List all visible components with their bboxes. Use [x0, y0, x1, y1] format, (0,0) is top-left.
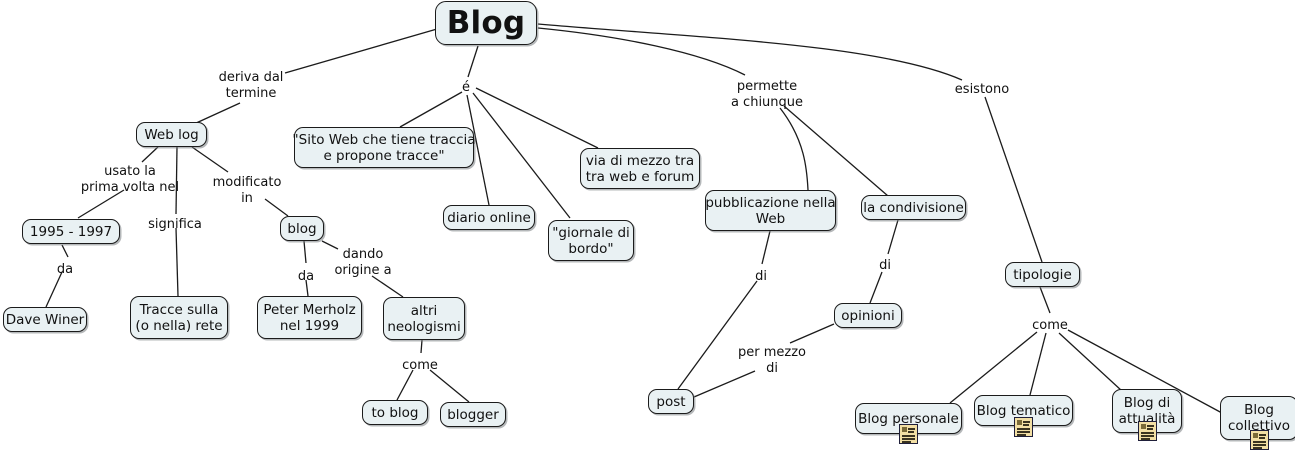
node-opinioni[interactable]: opinioni	[834, 303, 902, 328]
link-label-da-merholz: da	[297, 269, 315, 284]
link-label-come-tipologie: come	[1032, 318, 1068, 333]
edge-permette-a-chiunque-to-pubblicazione	[779, 107, 809, 191]
note-icon[interactable]	[899, 424, 918, 444]
node-blog-small[interactable]: blog	[280, 216, 324, 241]
link-label-deriva-dal-termine: deriva dal termine	[218, 70, 284, 101]
edge-opinioni-to-per-mezzo-di	[789, 323, 835, 344]
note-icon[interactable]	[1014, 417, 1033, 437]
edge-e-to-giornale-bordo	[472, 92, 571, 219]
edge-permette-a-chiunque-to-condivisione	[783, 105, 889, 197]
edge-come-neologismi-to-blogger	[429, 369, 470, 403]
node-condivisione[interactable]: la condivisione	[861, 195, 966, 220]
node-to-blog[interactable]: to blog	[362, 400, 428, 425]
link-label-significa: significa	[148, 217, 202, 232]
link-label-da-winer: da	[56, 262, 74, 277]
node-sito-web[interactable]: "Sito Web che tiene traccia e propone tr…	[292, 127, 476, 168]
edge-blog-to-permette-a-chiunque	[537, 27, 746, 76]
edge-come-neologismi-to-to-blog	[396, 369, 414, 401]
edge-esistono-to-tipologie	[984, 96, 1043, 263]
edge-deriva-dal-termine-to-web-log	[193, 102, 241, 125]
edge-significa-to-tracce-rete	[175, 227, 179, 297]
edge-come-tipologie-to-blog-personale	[949, 331, 1038, 404]
node-anni[interactable]: 1995 - 1997	[22, 219, 120, 244]
edge-blog-to-deriva-dal-termine	[284, 28, 438, 74]
node-web-log[interactable]: Web log	[136, 122, 207, 147]
node-diario-online[interactable]: diario online	[443, 205, 535, 230]
link-label-e: é	[462, 80, 470, 95]
link-label-dando-origine-a: dando origine a	[334, 247, 392, 278]
note-icon[interactable]	[1250, 430, 1269, 450]
node-altri-neologismi[interactable]: altri neologismi	[383, 297, 465, 340]
node-giornale-bordo[interactable]: "giornale di bordo"	[548, 220, 634, 261]
node-tracce-rete[interactable]: Tracce sulla (o nella) rete	[130, 296, 228, 339]
edge-condivisione-to-di-opinioni	[887, 219, 899, 255]
node-pubblicazione[interactable]: pubblicazione nella Web	[705, 190, 836, 231]
link-label-per-mezzo-di: per mezzo di	[738, 345, 806, 376]
link-label-permette-a-chiunque: permette a chiunque	[730, 79, 804, 110]
edge-altri-neologismi-to-come-neologismi	[420, 339, 423, 354]
node-via-di-mezzo[interactable]: via di mezzo tra tra web e forum	[580, 148, 700, 189]
node-blog[interactable]: Blog	[435, 1, 537, 45]
link-label-usato-la-prima: usato la prima volta nel	[80, 164, 180, 195]
node-blogger[interactable]: blogger	[440, 402, 506, 427]
edge-pubblicazione-to-di-post	[761, 230, 771, 265]
edge-tipologie-to-come-tipologie	[1039, 286, 1051, 314]
edge-come-tipologie-to-blog-attualita	[1058, 332, 1123, 392]
edge-blog-small-to-da-merholz	[303, 240, 307, 264]
node-peter-merholz[interactable]: Peter Merholz nel 1999	[257, 296, 362, 339]
link-label-esistono: esistono	[954, 82, 1010, 97]
edge-e-to-sito-web	[399, 91, 463, 128]
note-icon[interactable]	[1138, 421, 1157, 441]
link-label-come-neologismi: come	[402, 358, 438, 373]
edge-blog-to-esistono	[537, 23, 963, 81]
link-label-modificato-in: modificato in	[212, 175, 282, 206]
edge-dando-origine-a-to-altri-neologismi	[371, 275, 404, 298]
edge-anni-to-da-winer	[61, 244, 69, 258]
link-label-di-opinioni: di	[879, 258, 891, 273]
link-label-di-post: di	[755, 269, 767, 284]
edge-web-log-to-usato-la-prima	[141, 146, 159, 163]
node-dave-winer[interactable]: Dave Winer	[3, 307, 87, 332]
node-tipologie[interactable]: tipologie	[1005, 262, 1080, 287]
edge-come-tipologie-to-blog-tematico	[1029, 332, 1047, 396]
node-post[interactable]: post	[648, 389, 694, 414]
edge-e-to-via-di-mezzo	[475, 87, 599, 149]
edge-web-log-to-modificato-in	[191, 146, 229, 173]
edge-blog-to-e	[467, 45, 479, 78]
edge-di-opinioni-to-opinioni	[869, 271, 883, 304]
